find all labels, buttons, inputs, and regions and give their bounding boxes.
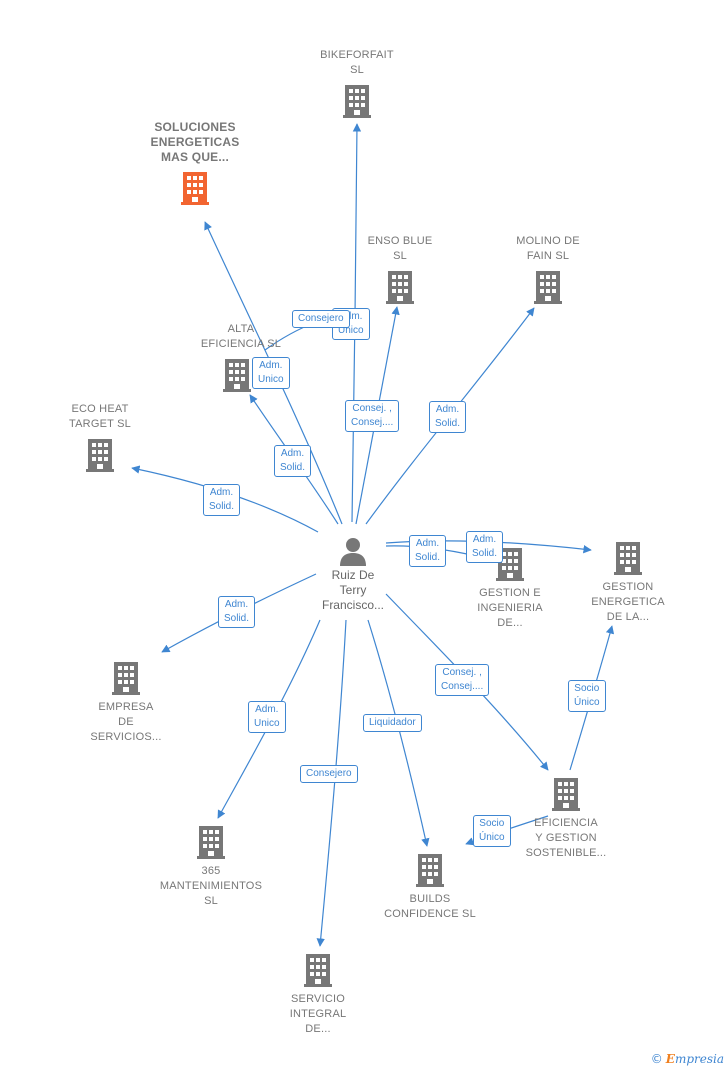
company-label: 365 MANTENIMIENTOS SL — [159, 865, 263, 907]
company-node-soluciones[interactable]: SOLUCIONES ENERGETICAS MAS QUE... — [140, 120, 250, 206]
building-icon — [86, 439, 114, 472]
building-icon — [552, 778, 580, 811]
company-label: MOLINO DE FAIN SL — [516, 235, 580, 262]
company-label: SOLUCIONES ENERGETICAS MAS QUE... — [150, 120, 240, 164]
building-icon — [534, 271, 562, 304]
brand-initial: E — [665, 1052, 675, 1066]
company-label: ALTA EFICIENCIA SL — [200, 323, 282, 350]
edge-label-gestioning: Adm. Solid. — [409, 535, 447, 567]
building-icon — [386, 271, 414, 304]
edge-label-servicio: Consejero — [300, 765, 358, 783]
company-node-molino[interactable]: MOLINO DE FAIN SL — [503, 234, 593, 305]
company-label: GESTION ENERGETICA DE LA... — [591, 581, 665, 623]
company-label: BUILDS CONFIDENCE SL — [384, 893, 476, 920]
company-node-gestioning[interactable]: GESTION E INGENIERIA DE... — [462, 546, 558, 631]
building-icon — [343, 85, 371, 118]
edge-label-365: Adm. Unico — [248, 701, 286, 733]
building-icon — [112, 662, 140, 695]
company-node-enso[interactable]: ENSO BLUE SL — [355, 234, 445, 305]
edge-label-soluciones: Adm. Unico — [252, 357, 290, 389]
edge-label-gestionener: Adm. Solid. — [466, 531, 504, 563]
building-icon — [181, 172, 209, 205]
company-node-gestionener[interactable]: GESTION ENERGETICA DE LA... — [578, 540, 678, 625]
edge-label-efi-builds: Socio Único — [473, 815, 511, 847]
person-icon — [340, 538, 366, 566]
company-label: EMPRESA DE SERVICIOS... — [90, 701, 162, 743]
building-icon — [223, 359, 251, 392]
company-label: EFICIENCIA Y GESTION SOSTENIBLE... — [525, 817, 607, 859]
company-node-365[interactable]: 365 MANTENIMIENTOS SL — [146, 824, 276, 909]
company-node-builds[interactable]: BUILDS CONFIDENCE SL — [372, 852, 488, 922]
edge-label-alta-consejero: Consejero — [292, 310, 350, 328]
edge-builds — [367, 619, 430, 847]
person-label: Ruiz De Terry Francisco... — [321, 568, 384, 612]
edge-label-alta: Adm. Solid. — [274, 445, 312, 477]
building-icon — [416, 854, 444, 887]
company-node-servicio[interactable]: SERVICIO INTEGRAL DE... — [272, 952, 364, 1037]
brand-name: mpresia — [674, 1052, 724, 1066]
edge-label-efi-gestionener: Socio Único — [568, 680, 606, 712]
company-label: BIKEFORFAIT SL — [320, 49, 394, 76]
company-node-bikeforfait[interactable]: BIKEFORFAIT SL — [312, 48, 402, 119]
edge-label-eficiencia: Consej. , Consej.... — [435, 664, 490, 696]
company-label: SERVICIO INTEGRAL DE... — [289, 993, 347, 1035]
edge-label-builds: Liquidador — [363, 714, 422, 732]
building-icon — [197, 826, 225, 859]
edge-label-enso: Consej. , Consej.... — [345, 400, 400, 432]
edge-label-molino: Adm. Solid. — [429, 401, 467, 433]
edge-servicio — [316, 619, 347, 947]
company-node-empresa[interactable]: EMPRESA DE SERVICIOS... — [78, 660, 174, 745]
edge-label-empresa: Adm. Solid. — [218, 596, 256, 628]
copyright-symbol: © — [650, 1052, 663, 1066]
company-label: GESTION E INGENIERIA DE... — [477, 587, 543, 629]
company-node-alta[interactable]: ALTA EFICIENCIA SL — [188, 322, 294, 393]
company-node-eficiencia[interactable]: EFICIENCIA Y GESTION SOSTENIBLE... — [514, 776, 618, 861]
company-node-ecoheat[interactable]: ECO HEAT TARGET SL — [55, 402, 145, 473]
brand-footer: ©Empresia — [651, 1052, 724, 1066]
building-icon — [304, 954, 332, 987]
company-label: ENSO BLUE SL — [367, 235, 433, 262]
building-icon — [614, 542, 642, 575]
company-label: ECO HEAT TARGET SL — [69, 403, 131, 430]
edge-label-ecoheat: Adm. Solid. — [203, 484, 241, 516]
person-node[interactable]: Ruiz De Terry Francisco... — [306, 536, 400, 613]
